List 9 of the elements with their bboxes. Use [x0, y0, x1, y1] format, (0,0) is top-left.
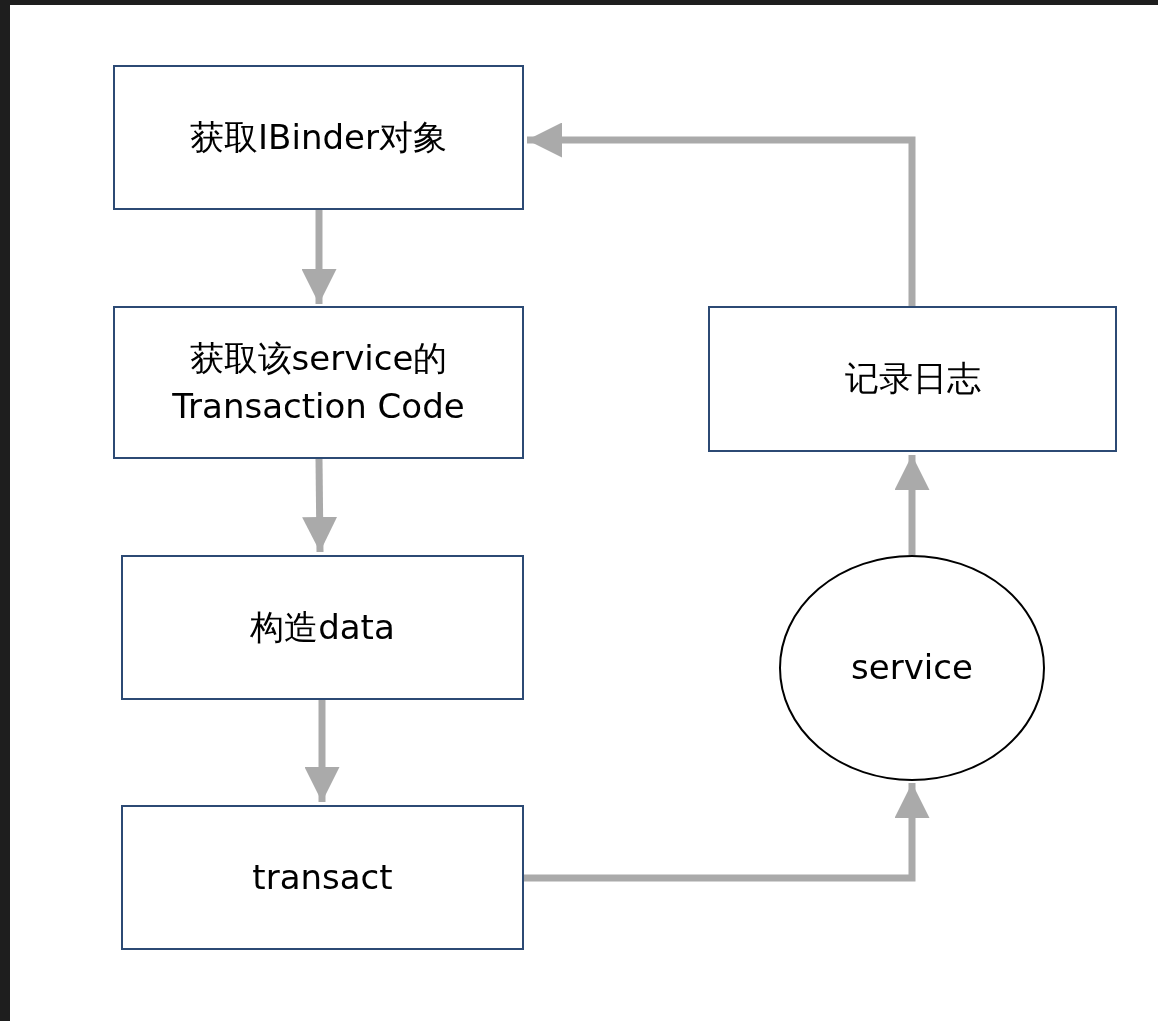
process-box: 获取IBinder对象 — [113, 65, 524, 210]
arrow — [302, 458, 338, 553]
process-box: 获取该service的 Transaction Code — [113, 306, 524, 459]
process-box: transact — [121, 805, 524, 950]
ellipse-node — [779, 555, 1045, 781]
arrow — [301, 210, 337, 304]
process-box: 记录日志 — [708, 306, 1117, 452]
process-box: 构造data — [121, 555, 524, 700]
node-label: service — [851, 646, 973, 690]
